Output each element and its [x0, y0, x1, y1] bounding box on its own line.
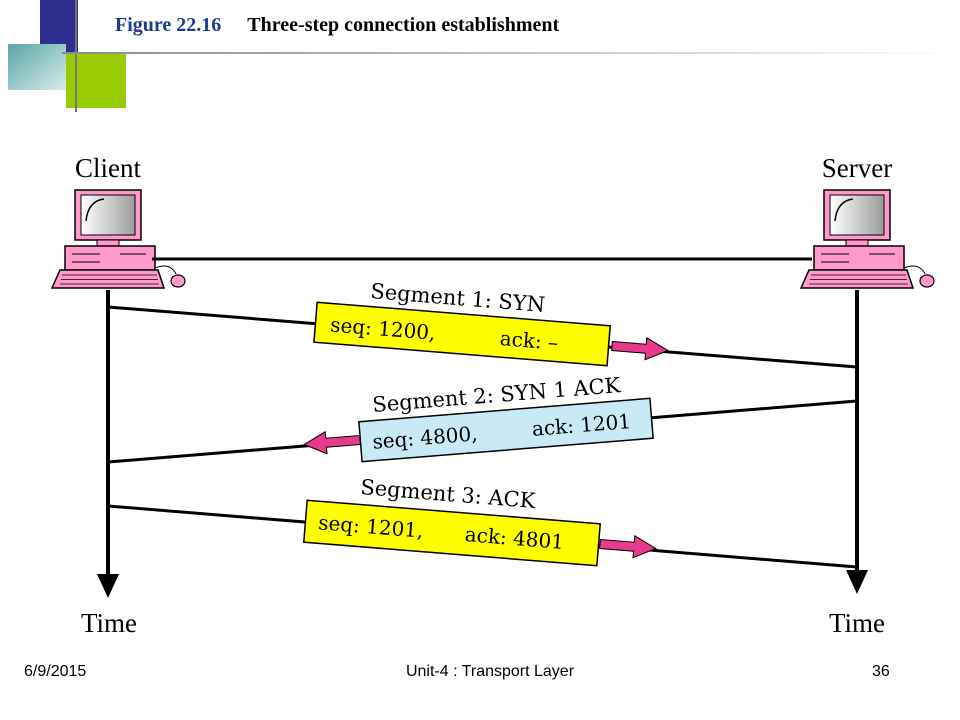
- figure-title: Three-step connection establishment: [247, 14, 560, 36]
- segment-1-arrow-icon: [611, 336, 669, 361]
- client-time-label: Time: [81, 608, 137, 638]
- system-unit: [813, 245, 905, 271]
- screen-glare: [834, 198, 854, 222]
- segment-1-box: seq: 1200, ack: –: [313, 301, 612, 367]
- title-rule: [62, 52, 960, 54]
- keyboard: [799, 269, 915, 289]
- footer-page-number: 36: [872, 663, 890, 680]
- segment-3-box: seq: 1201, ack: 4801: [302, 499, 602, 567]
- mouse-cord: [154, 265, 177, 275]
- server-computer-icon: [799, 189, 935, 289]
- footer-date: 6/9/2015: [24, 663, 87, 680]
- server-label: Server: [822, 153, 892, 183]
- monitor-stand: [96, 239, 120, 247]
- corner-decoration: [8, 0, 126, 112]
- keyboard: [50, 269, 166, 289]
- segment-1-ack: ack: –: [499, 326, 559, 355]
- monitor-screen: [80, 194, 136, 236]
- segment-3-box-bg: [302, 499, 602, 567]
- monitor-stand: [845, 239, 869, 247]
- monitor-screen: [829, 194, 885, 236]
- system-unit: [64, 245, 156, 271]
- deco-teal-square: [8, 44, 66, 90]
- figure-number: Figure 22.16: [115, 14, 222, 36]
- server-timeline-arrowhead: [846, 570, 868, 594]
- segment-3-arrow-icon: [599, 534, 657, 559]
- client-timeline-arrowhead: [97, 574, 119, 598]
- client-computer-icon: [50, 189, 186, 289]
- client-label: Client: [75, 153, 141, 183]
- mouse: [170, 274, 186, 288]
- mouse-cord: [903, 265, 926, 275]
- segment-2-arrow-icon: [303, 430, 361, 455]
- footer-course-title: Unit-4 : Transport Layer: [405, 663, 575, 680]
- slide-title: Figure 22.16 Three-step connection establ…: [115, 14, 559, 37]
- server-time-label: Time: [829, 608, 885, 638]
- segment-1-box-bg: [313, 301, 612, 367]
- mouse: [919, 274, 935, 288]
- segment-2-box: seq: 4800, ack: 1201: [358, 397, 654, 463]
- screen-glare: [85, 198, 105, 222]
